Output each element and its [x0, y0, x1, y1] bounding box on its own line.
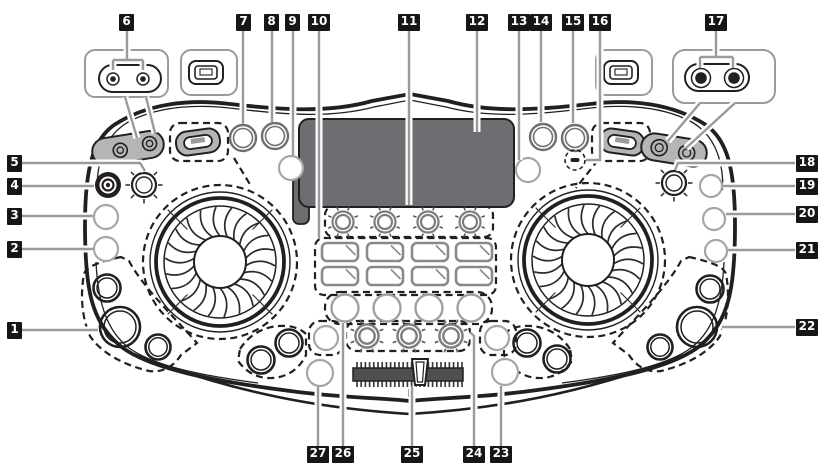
right-top-button-1 — [528, 122, 558, 152]
right-rotary-knob — [654, 163, 694, 203]
callout-label-15: 15 — [562, 14, 584, 31]
callout-label-18: 18 — [796, 155, 818, 172]
callout-label-8: 8 — [264, 14, 279, 31]
right-round-button-3 — [703, 238, 729, 264]
left-round-button-lower — [92, 235, 120, 263]
right-round-button-2 — [701, 206, 727, 232]
zone-pad-grid — [313, 236, 498, 297]
right-button-cluster — [512, 274, 725, 374]
indicator-lamp — [564, 149, 586, 171]
jog-wheel-left — [141, 183, 299, 341]
left-top-button-2 — [260, 121, 290, 151]
callout-label-25: 25 — [401, 446, 423, 463]
usb-port-left — [174, 127, 222, 157]
callout-label-5: 5 — [7, 155, 22, 172]
usb-icon — [188, 60, 224, 85]
callout-label-26: 26 — [332, 446, 354, 463]
usb-port-right — [598, 127, 646, 157]
callout-label-14: 14 — [530, 14, 552, 31]
callout-box-usb-right — [595, 49, 653, 96]
crossfader — [352, 358, 464, 397]
left-lower-round-button — [305, 358, 335, 388]
display-knob-row — [327, 206, 486, 238]
jog-wheel-right — [509, 181, 667, 339]
right-display-side-button — [514, 156, 542, 184]
callout-label-7: 7 — [236, 14, 251, 31]
right-single-button — [483, 324, 511, 352]
callout-label-19: 19 — [796, 178, 818, 195]
zone-right-single-button — [478, 319, 518, 357]
mic-jack-panel-left — [91, 129, 165, 167]
callout-label-22: 22 — [796, 319, 818, 336]
callout-label-1: 1 — [7, 322, 22, 339]
callout-label-24: 24 — [463, 446, 485, 463]
left-push-knob — [95, 172, 121, 198]
callout-label-27: 27 — [307, 446, 329, 463]
crossfader-handle — [410, 358, 430, 386]
callout-label-2: 2 — [7, 241, 22, 258]
callout-label-6: 6 — [119, 14, 134, 31]
callout-label-13: 13 — [508, 14, 530, 31]
zone-right-cluster — [611, 255, 730, 373]
center-button-row — [330, 293, 486, 323]
callout-label-9: 9 — [285, 14, 300, 31]
callout-label-10: 10 — [308, 14, 330, 31]
callout-label-17: 17 — [705, 14, 727, 31]
zone-usb-left — [168, 121, 230, 163]
callout-label-4: 4 — [7, 178, 22, 195]
right-top-button-2 — [560, 123, 590, 153]
callout-label-23: 23 — [490, 446, 512, 463]
left-round-button-upper — [92, 203, 120, 231]
usb-icon — [603, 60, 639, 85]
left-single-button — [312, 324, 340, 352]
callout-label-20: 20 — [796, 206, 818, 223]
left-display-side-button — [277, 154, 305, 182]
left-rotary-knob — [124, 165, 164, 205]
callout-leader-lines — [22, 31, 795, 446]
center-knob-row — [350, 319, 468, 353]
callout-label-3: 3 — [7, 208, 22, 225]
right-lower-round-button — [490, 357, 520, 387]
callout-box-usb-left — [180, 49, 238, 96]
callout-label-21: 21 — [796, 242, 818, 259]
left-top-button-1 — [228, 123, 258, 153]
zone-left-pair — [236, 324, 308, 380]
left-button-cluster — [92, 273, 304, 375]
pad-grid — [320, 241, 494, 287]
callout-box-mic-right — [672, 49, 776, 104]
right-round-button-1 — [698, 173, 724, 199]
callout-label-12: 12 — [466, 14, 488, 31]
zone-left-cluster — [80, 255, 199, 373]
callout-label-16: 16 — [589, 14, 611, 31]
callout-label-11: 11 — [398, 14, 420, 31]
